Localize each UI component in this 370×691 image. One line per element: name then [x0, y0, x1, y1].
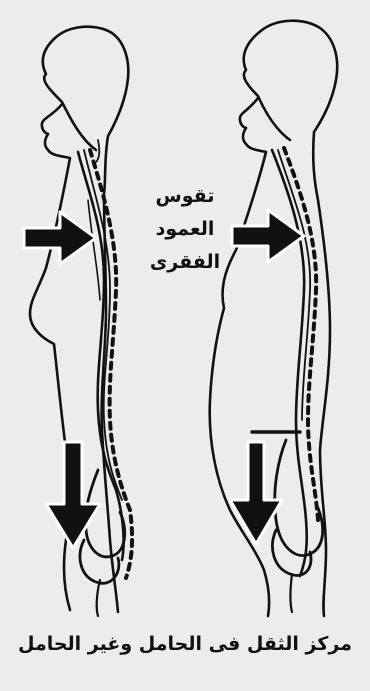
label-line-3: الفقرى: [125, 246, 245, 279]
spine-curvature-label: تقوس العمود الفقرى: [125, 180, 245, 279]
label-line-1: تقوس: [125, 180, 245, 213]
left-rib-line: [88, 200, 100, 300]
figure-caption: مركز الثقل فى الحامل وغير الحامل: [0, 633, 370, 655]
left-gravity-arrow-icon: [46, 442, 100, 548]
left-femur: [97, 580, 100, 616]
pregnant-figure: [210, 21, 338, 616]
left-spine-arrow-icon: [24, 212, 96, 264]
right-spine-back: [272, 150, 307, 576]
right-femur: [291, 574, 293, 612]
label-line-2: العمود: [125, 213, 245, 246]
left-spine-back: [78, 152, 124, 560]
